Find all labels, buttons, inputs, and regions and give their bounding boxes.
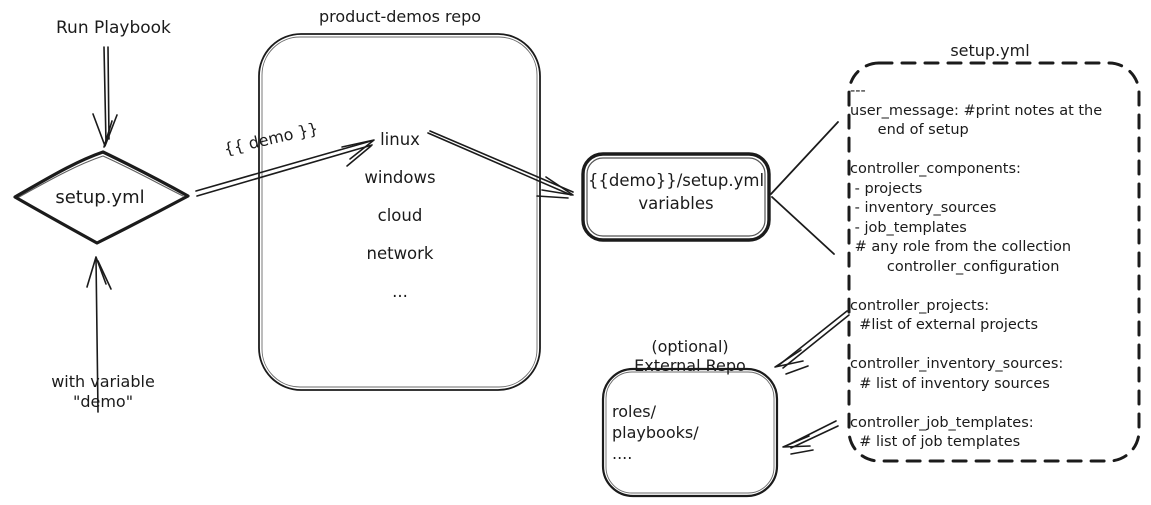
repo-item: cloud [377,206,423,225]
external-repo-item: roles/ [612,402,657,421]
yaml-line: # any role from the collection [850,239,1072,255]
variables-box-line1: {{demo}}/setup.yml [587,171,765,190]
yaml-line: controller_components: [850,161,1021,177]
yaml-line: - projects [850,180,923,197]
external-repo-contents: roles/playbooks/.... [612,401,699,464]
run-playbook-label: Run Playbook [56,18,171,38]
setup-yml-content: --- user_message: #print notes at the end… [850,82,1102,453]
with-variable-label: with variable "demo" [38,372,168,412]
yaml-line: controller_projects: [850,297,990,314]
product-demos-box [258,33,541,391]
repo-item: windows [364,168,436,187]
repo-item: network [366,244,434,263]
external-repo-label-line1: (optional) [651,337,729,356]
yaml-line: end of setup [850,122,969,138]
yaml-line: - inventory_sources [850,200,997,216]
setup-yml-file-title: setup.yml [950,41,1030,60]
with-variable-line1: with variable [51,372,155,391]
yaml-line: # list of job templates [850,434,1021,450]
variables-box-line2: variables [638,194,714,213]
external-repo-item: .... [612,444,633,463]
yaml-line [850,336,1102,356]
run-playbook-arrow [92,46,118,148]
yaml-line [850,394,1102,414]
yaml-line: - job_templates [850,219,967,236]
external-repo-item: playbooks/ [612,423,699,442]
yaml-line: #list of external projects [850,317,1039,333]
variables-to-setup-connectors [770,121,839,255]
variables-box [581,152,771,242]
projects-to-external-arrow [774,310,850,375]
external-repo-label-line2: External Repo [634,356,746,375]
yaml-line: # list of inventory sources [850,375,1050,392]
demo-selection-arrow [195,139,375,197]
with-variable-line2: "demo" [72,392,134,411]
yaml-line: user_message: #print notes at the [850,102,1103,119]
repo-item: ... [392,282,408,301]
yaml-line: controller_configuration [850,258,1060,275]
job-templates-to-external-arrow [782,420,839,455]
linux-to-variables-arrow [427,130,574,199]
external-repo-box [601,367,779,498]
yaml-line: --- [850,83,866,99]
yaml-line: controller_inventory_sources: [850,356,1064,372]
setup-yml-diamond-label: setup.yml [55,187,145,208]
product-demos-items: linux windows cloud network... [328,121,472,311]
variables-box-label: {{demo}}/setup.yml variables [584,169,768,215]
external-repo-label: (optional) External Repo [608,337,772,375]
yaml-line [850,141,1102,161]
yaml-line: controller_job_templates: [850,414,1034,431]
setup-yml-diamond [13,150,190,245]
repo-item: linux [380,130,420,149]
with-variable-arrow [86,256,112,413]
setup-yml-file-box [847,61,1141,463]
yaml-line [850,277,1102,297]
product-demos-title: product-demos repo [318,7,482,26]
